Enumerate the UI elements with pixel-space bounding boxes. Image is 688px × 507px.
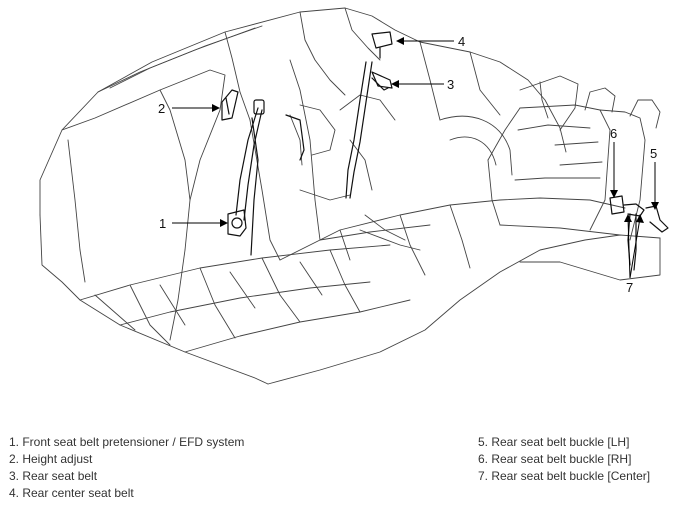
callout-6: 6 <box>610 126 617 141</box>
height-adjuster <box>221 89 239 121</box>
rear-center-belt-retractor <box>371 31 393 59</box>
vehicle-body-outline <box>39 7 661 385</box>
legend-item: 7. Rear seat belt buckle [Center] <box>478 469 651 483</box>
front-seat-belt <box>235 99 265 256</box>
legend-item: 1. Front seat belt pretensioner / EFD sy… <box>9 435 245 449</box>
legend-item: 3. Rear seat belt <box>9 469 98 483</box>
legend-item: 4. Rear center seat belt <box>9 486 134 500</box>
callout-3: 3 <box>447 77 454 92</box>
callout-5: 5 <box>650 146 657 161</box>
callout-4: 4 <box>458 34 465 49</box>
pretensioner-unit <box>227 209 247 237</box>
leader-lines <box>172 40 656 279</box>
rear-buckles <box>609 195 669 271</box>
parts-legend: 1. Front seat belt pretensioner / EFD sy… <box>0 434 688 504</box>
seat-belt-diagram: 1 2 3 4 5 6 7 <box>39 7 669 385</box>
callout-7: 7 <box>626 280 633 295</box>
legend-item: 2. Height adjust <box>9 452 93 466</box>
rear-seat-belt <box>285 61 393 199</box>
callout-1: 1 <box>159 216 166 231</box>
callout-2: 2 <box>158 101 165 116</box>
legend-item: 6. Rear seat belt buckle [RH] <box>478 452 632 466</box>
interior-details <box>289 94 421 251</box>
rear-seat <box>487 75 661 241</box>
leader-arrowheads <box>212 37 659 227</box>
legend-item: 5. Rear seat belt buckle [LH] <box>478 435 630 449</box>
legend-column-left: 1. Front seat belt pretensioner / EFD sy… <box>9 434 244 502</box>
legend-column-right: 5. Rear seat belt buckle [LH] 6. Rear se… <box>478 434 650 485</box>
